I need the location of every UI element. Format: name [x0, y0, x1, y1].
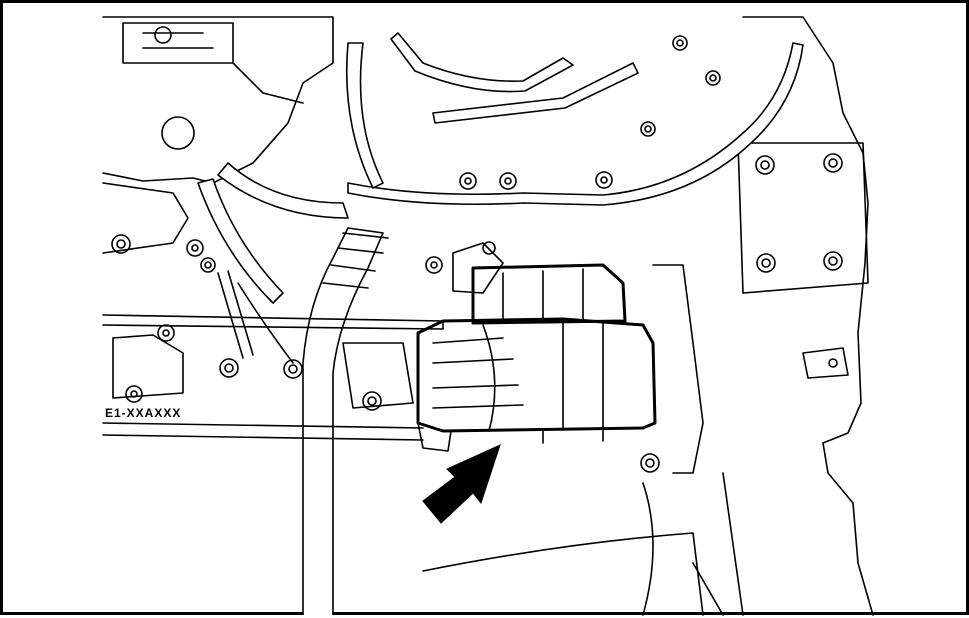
starter-motor: [416, 241, 704, 474]
frame-rail: [102, 270, 444, 441]
radiator-hose: [197, 162, 389, 615]
transmission-bell-housing: [422, 16, 874, 616]
engine-block-upper-left: [102, 16, 334, 254]
engine-compartment-line-drawing: E1-XXAXXX: [102, 16, 874, 616]
part-number-stamp: E1-XXAXXX: [105, 406, 181, 420]
callout-arrow-icon: [422, 444, 501, 524]
bolt-heads: [111, 35, 721, 473]
coolant-pipe: [345, 32, 804, 206]
